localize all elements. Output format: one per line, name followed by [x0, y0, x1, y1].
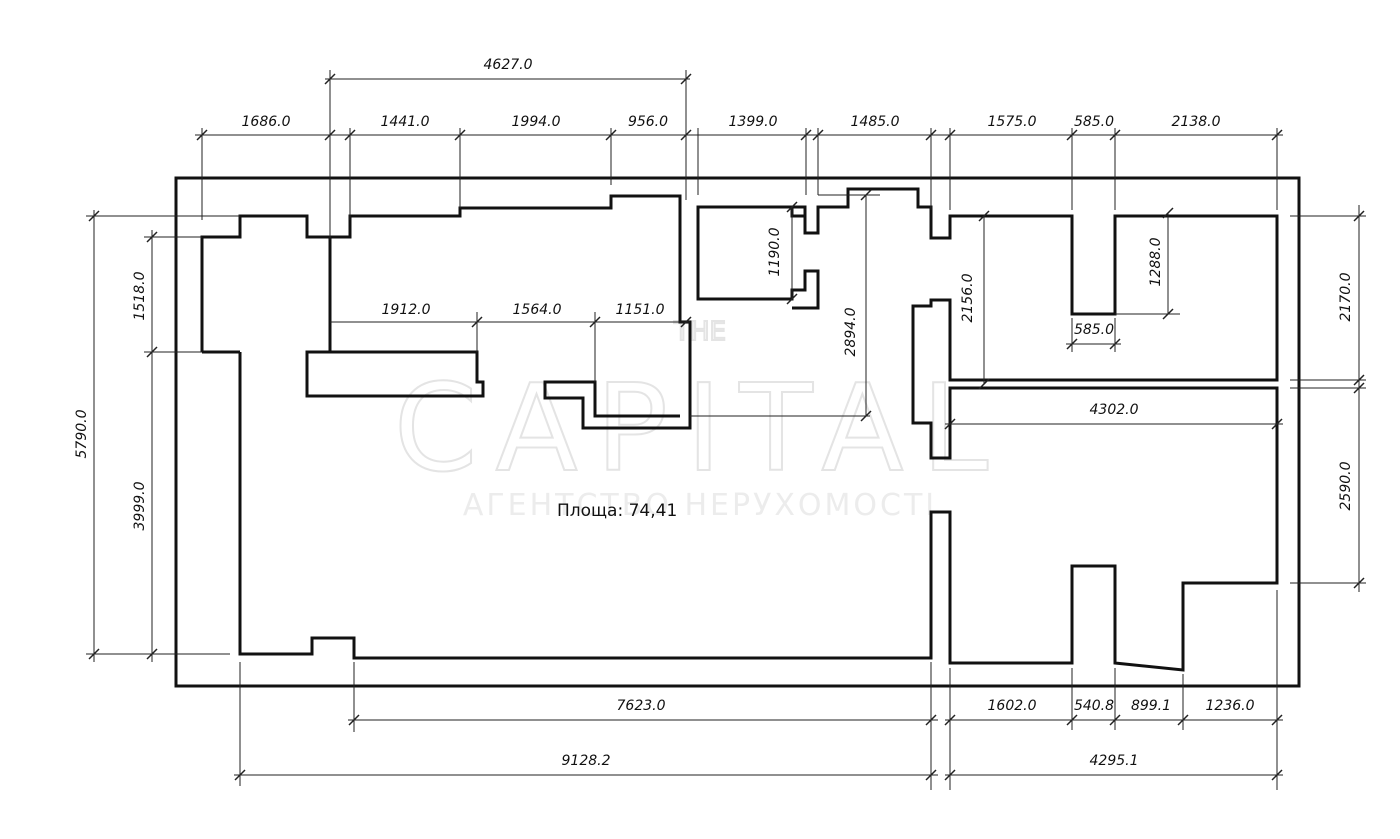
dim-label: 2156.0: [960, 273, 976, 322]
dim-label: 956.0: [628, 114, 668, 130]
dim-label: 1288.0: [1148, 237, 1164, 286]
outer-frame: [174, 176, 1301, 688]
dim-label: 2170.0: [1338, 272, 1354, 321]
dim-top-overall: 4627.0: [484, 57, 533, 73]
dim-label: 2138.0: [1172, 114, 1221, 130]
dim-label: 7623.0: [617, 698, 666, 714]
dimension-labels: 4627.0 1686.0 1441.0 1994.0 956.0 1399.0…: [74, 57, 1354, 769]
dim-label: 4302.0: [1090, 402, 1139, 418]
dimension-lines: [86, 70, 1366, 790]
dim-label: 1602.0: [988, 698, 1037, 714]
dim-label: 2894.0: [843, 307, 859, 356]
dim-label: 1575.0: [988, 114, 1037, 130]
dim-label: 540.8: [1074, 698, 1114, 714]
dim-label: 1686.0: [242, 114, 291, 130]
dim-label: 1151.0: [616, 302, 665, 318]
dim-label: 1190.0: [767, 227, 783, 276]
main-room-lower-wall: [238, 187, 1279, 672]
dim-label: 5790.0: [74, 409, 90, 458]
dim-label: 1236.0: [1206, 698, 1255, 714]
dim-label: 3999.0: [132, 481, 148, 530]
area-label: Площа: 74,41: [557, 501, 677, 521]
small-room-wall: [696, 205, 820, 310]
dim-label: 585.0: [1074, 114, 1114, 130]
dim-label: 1564.0: [513, 302, 562, 318]
dim-label: 585.0: [1074, 322, 1114, 338]
dim-label: 899.1: [1131, 698, 1171, 714]
dim-label: 1518.0: [132, 271, 148, 320]
main-room-wall: [200, 214, 485, 398]
watermark-line3: АГЕНТСТВО НЕРУХОМОСТІ: [463, 488, 937, 523]
dim-label: 1912.0: [382, 302, 431, 318]
dim-label: 1994.0: [512, 114, 561, 130]
dim-label: 2590.0: [1338, 461, 1354, 510]
dim-label: 4295.1: [1090, 753, 1139, 769]
dim-label: 1399.0: [729, 114, 778, 130]
dim-label: 9128.2: [562, 753, 611, 769]
dim-label: 1485.0: [851, 114, 900, 130]
dim-label: 1441.0: [381, 114, 430, 130]
small-room-inner: [790, 207, 807, 233]
